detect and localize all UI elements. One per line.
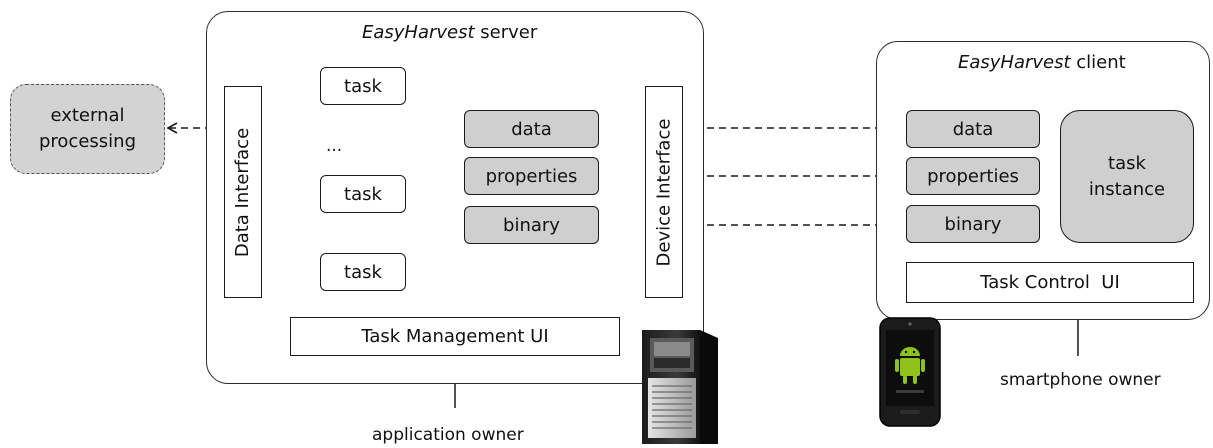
- task-label: task: [344, 183, 382, 205]
- client-data-box: data: [906, 110, 1040, 148]
- server-title-brand: EasyHarvest: [362, 22, 475, 43]
- task-box-3: task: [320, 253, 406, 291]
- android-phone-icon: [879, 317, 941, 427]
- task-management-ui-label: Task Management UI: [361, 326, 549, 347]
- task-box-2: task: [320, 175, 406, 213]
- client-title-suffix: client: [1070, 52, 1126, 73]
- task-label: task: [344, 261, 382, 283]
- device-interface-box: Device Interface: [645, 86, 683, 298]
- server-tower-icon: [642, 330, 718, 444]
- client-title-brand: EasyHarvest: [958, 52, 1071, 73]
- external-processing-label: external processing: [38, 105, 136, 152]
- server-binary-box: binary: [464, 206, 599, 244]
- server-data-label: data: [511, 118, 552, 140]
- data-interface-label: Data Interface: [232, 127, 254, 257]
- smartphone-owner-label: smartphone owner: [1000, 370, 1161, 390]
- client-binary-label: binary: [944, 213, 1002, 235]
- task-box-1: task: [320, 67, 406, 105]
- task-label: task: [344, 75, 382, 97]
- server-title-suffix: server: [474, 22, 538, 43]
- server-properties-label: properties: [485, 165, 578, 187]
- client-properties-label: properties: [927, 165, 1019, 187]
- task-ellipsis: ...: [326, 136, 343, 156]
- server-properties-box: properties: [464, 157, 599, 195]
- client-binary-box: binary: [906, 205, 1040, 243]
- task-control-ui-label: Task Control UI: [980, 272, 1120, 293]
- server-binary-label: binary: [503, 214, 560, 236]
- task-instance-label: task instance: [1088, 152, 1166, 200]
- client-properties-box: properties: [906, 157, 1040, 195]
- client-title: EasyHarvest client: [958, 52, 1126, 73]
- external-processing-box: external processing: [10, 84, 165, 174]
- client-data-label: data: [952, 118, 994, 140]
- application-owner-label: application owner: [372, 425, 524, 445]
- task-control-ui-box: Task Control UI: [906, 262, 1194, 303]
- device-interface-label: Device Interface: [653, 118, 675, 266]
- server-title: EasyHarvest server: [362, 22, 537, 43]
- task-instance-box: task instance: [1060, 110, 1194, 243]
- task-management-ui-box: Task Management UI: [290, 317, 620, 356]
- data-interface-box: Data Interface: [224, 86, 262, 298]
- server-data-box: data: [464, 110, 599, 148]
